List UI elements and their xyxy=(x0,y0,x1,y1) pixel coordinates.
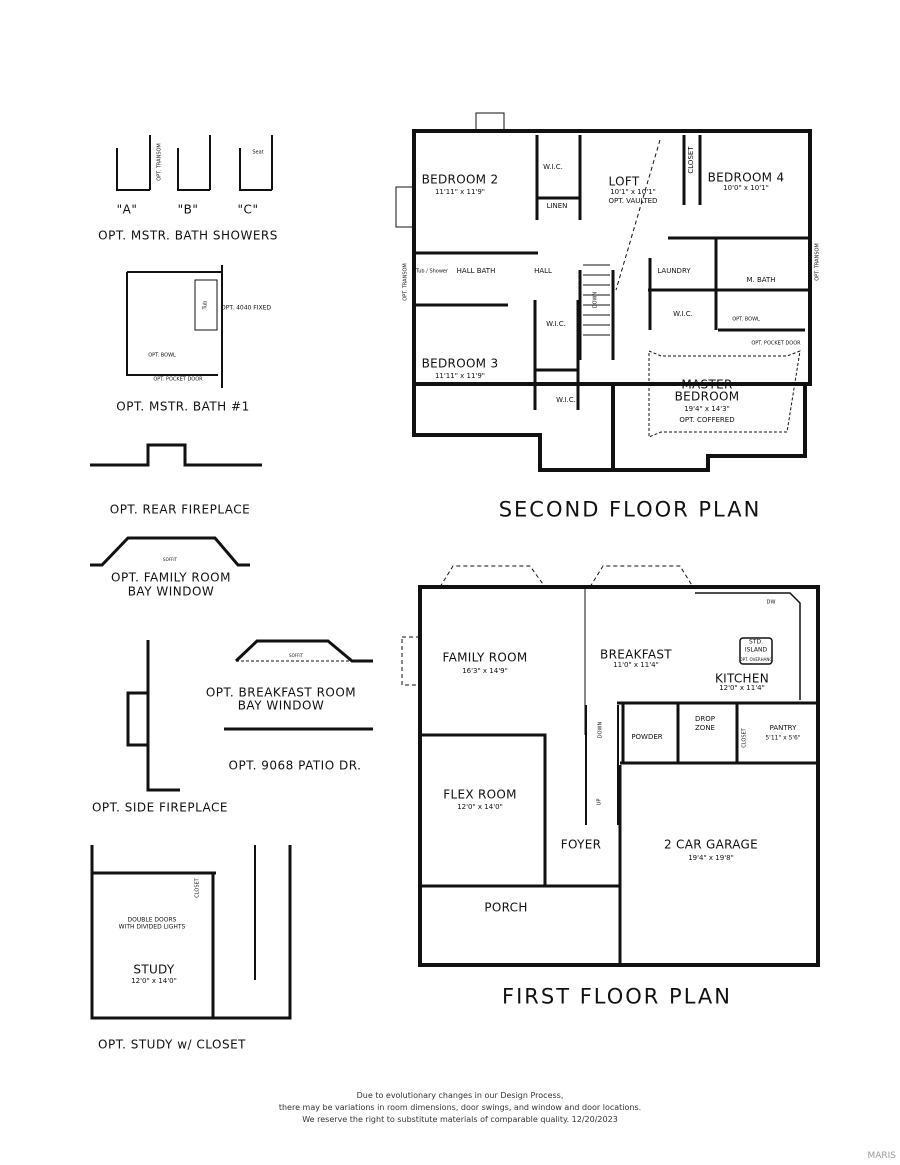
family-room-dims: 16'3" x 14'9" xyxy=(462,667,508,676)
flex-room-label: FLEX ROOM xyxy=(443,787,517,802)
family-bay-caption-1: OPT. FAMILY ROOM xyxy=(111,570,231,585)
island-note: OPT. OVERHANG xyxy=(739,656,773,662)
study-caption: OPT. STUDY w/ CLOSET xyxy=(98,1037,246,1052)
wic-label-2: W.I.C. xyxy=(546,320,566,329)
master-bedroom-note: OPT. COFFERED xyxy=(679,416,735,425)
master-bedroom-dims: 19'4" x 14'3" xyxy=(684,405,730,414)
laundry-label: LAUNDRY xyxy=(657,267,691,276)
study-label: STUDY xyxy=(133,962,175,977)
flex-room-dims: 12'0" x 14'0" xyxy=(457,803,503,812)
wic-label-4: W.I.C. xyxy=(556,396,576,405)
bedroom-2-label: BEDROOM 2 xyxy=(421,172,499,187)
breakfast-label: BREAKFAST xyxy=(600,647,672,662)
shower-transom-label: OPT. TRANSOM xyxy=(156,143,163,181)
bath1-fixed-label: OPT. 4040 FIXED xyxy=(220,304,272,312)
bedroom-4-dims: 10'0" x 10'1" xyxy=(723,184,769,193)
side-fireplace-caption: OPT. SIDE FIREPLACE xyxy=(91,800,229,815)
bedroom-3-dims: 11'11" x 11'9" xyxy=(434,372,486,381)
breakfast-dims: 11'0" x 11'4" xyxy=(613,661,659,670)
master-bedroom-label-2: BEDROOM xyxy=(674,389,740,404)
opt-bowl-label: OPT. BOWL xyxy=(732,316,760,323)
family-bay-soffit: SOFFIT xyxy=(163,556,177,562)
bath1-caption: OPT. MSTR. BATH #1 xyxy=(116,399,250,414)
bath1-pocket-label: OPT. POCKET DOOR xyxy=(153,376,203,383)
family-room-label: FAMILY ROOM xyxy=(442,650,528,665)
stair-down-label: DOWN xyxy=(592,291,599,309)
loft-label: LOFT xyxy=(608,174,640,189)
bedroom-2-dims: 11'11" x 11'9" xyxy=(434,188,486,197)
disclaimer-line-2: there may be variations in room dimensio… xyxy=(278,1103,642,1112)
shower-a-label: "A" xyxy=(116,202,138,217)
breakfast-bay-caption-2: BAY WINDOW xyxy=(237,698,325,713)
breakfast-bay-soffit: SOFFIT xyxy=(289,652,303,658)
hall-label: HALL xyxy=(534,267,552,276)
kitchen-label: KITCHEN xyxy=(714,671,770,686)
dishwasher-label: DW xyxy=(766,599,776,606)
transom-label: OPT. TRANSOM xyxy=(402,263,409,301)
shower-c-label: "C" xyxy=(237,202,259,217)
second-floor-walls xyxy=(395,112,812,472)
patio-caption: OPT. 9068 PATIO DR. xyxy=(228,758,362,773)
drop-zone-label-2: ZONE xyxy=(695,724,715,733)
shower-b-label: "B" xyxy=(177,202,199,217)
m-bath-label: M. BATH xyxy=(746,276,776,285)
shower-seat-label: Seat xyxy=(252,149,264,156)
bedroom-3-label: BEDROOM 3 xyxy=(421,356,499,371)
study-doors-label-2: WITH DIVIDED LIGHTS xyxy=(118,923,186,931)
tub-shower-label: Tub / Shower xyxy=(415,268,449,275)
option-diagrams xyxy=(90,135,373,1020)
powder-label: POWDER xyxy=(631,733,663,742)
stair-down-label-first: DOWN xyxy=(597,721,604,739)
family-bay-caption-2: BAY WINDOW xyxy=(127,584,215,599)
study-dims: 12'0" x 14'0" xyxy=(131,977,177,986)
closet-label-first: CLOSET xyxy=(741,728,748,748)
study-closet-label: CLOSET xyxy=(194,878,201,898)
stair-up-label: UP xyxy=(596,798,603,806)
bath1-bowl-label: OPT. BOWL xyxy=(148,352,176,359)
first-floor-walls xyxy=(401,565,820,967)
closet-label: CLOSET xyxy=(687,146,696,174)
pocket-door-label: OPT. POCKET DOOR xyxy=(751,340,801,347)
porch-label: PORCH xyxy=(484,900,528,915)
showers-caption: OPT. MSTR. BATH SHOWERS xyxy=(98,228,278,243)
loft-note: OPT. VAULTED xyxy=(608,197,658,206)
rear-fireplace-caption: OPT. REAR FIREPLACE xyxy=(109,502,251,517)
island-label-2: ISLAND xyxy=(744,646,768,654)
kitchen-dims: 12'0" x 11'4" xyxy=(719,684,765,693)
bedroom-4-label: BEDROOM 4 xyxy=(707,170,785,185)
study-doors-label-1: DOUBLE DOORS xyxy=(127,916,177,924)
drop-zone-label-1: DROP xyxy=(695,715,715,724)
loft-dims: 10'1" x 10'1" xyxy=(610,188,656,197)
first-floor-title: FIRST FLOOR PLAN xyxy=(502,984,732,1009)
pantry-label: PANTRY xyxy=(769,724,797,733)
bath1-tub-label: Tub xyxy=(202,300,209,310)
garage-label: 2 CAR GARAGE xyxy=(663,837,759,852)
disclaimer-line-1: Due to evolutionary changes in our Desig… xyxy=(356,1091,564,1100)
wic-label: W.I.C. xyxy=(543,163,563,172)
master-bedroom-label-1: MASTER xyxy=(681,377,733,392)
island-label-1: STD. xyxy=(748,638,764,646)
linen-label: LINEN xyxy=(546,202,568,211)
disclaimer-line-3: We reserve the right to substitute mater… xyxy=(302,1115,618,1124)
watermark: MARIS xyxy=(867,1151,896,1161)
second-floor-title: SECOND FLOOR PLAN xyxy=(498,497,762,522)
hall-bath-label: HALL BATH xyxy=(456,267,496,276)
wic-label-3: W.I.C. xyxy=(673,310,693,319)
garage-dims: 19'4" x 19'8" xyxy=(688,854,734,863)
foyer-label: FOYER xyxy=(560,837,602,852)
pantry-dims: 5'11" x 5'6" xyxy=(765,734,801,742)
breakfast-bay-caption-1: OPT. BREAKFAST ROOM xyxy=(205,685,357,700)
transom-label-2: OPT. TRANSOM xyxy=(814,243,821,281)
